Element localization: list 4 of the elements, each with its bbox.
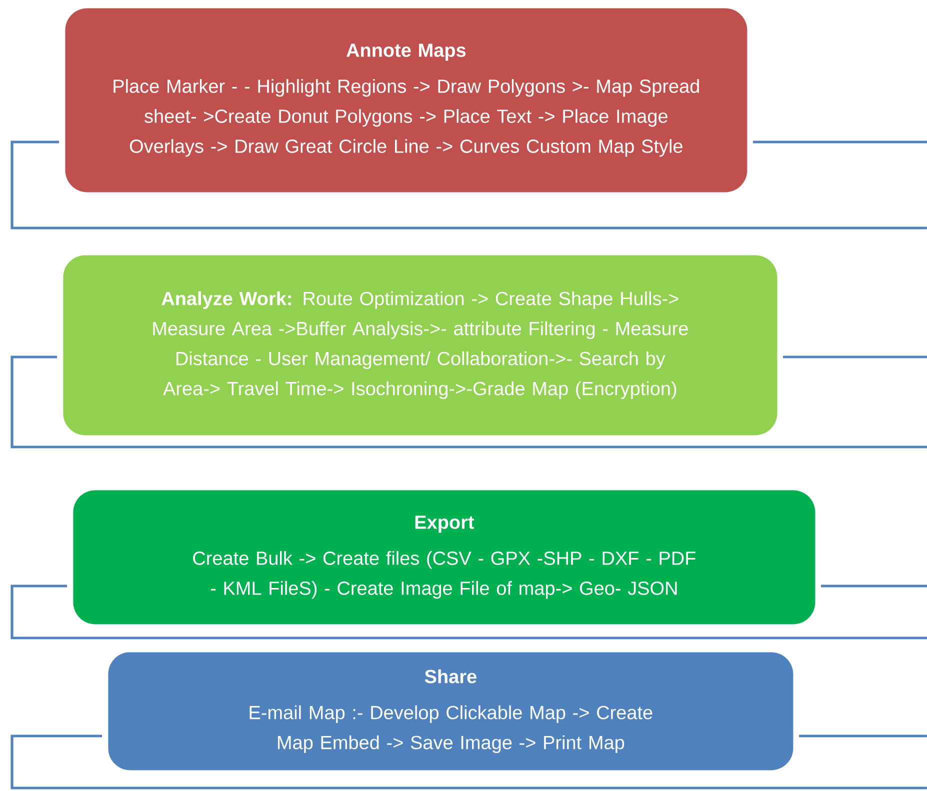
process-box: Analyze Work: Route Optimization -> Create Shape Hulls-> Measure Area ->Buffer Analysis->- attribute Filtering - Measure Distance - User Management/ Collaboration->- Search by Area-> Travel Time-> Isochroning->-Grade Map (Encryption) [63, 255, 778, 436]
process-box: Export Create Bulk -> Create files (CSV - GPX -SHP - DXF - PDF - KML FileS) - Create Image File of map-> Geo- JSON [73, 490, 816, 624]
process-box: Share E-mail Map :- Develop Clickable Map -> Create Map Embed -> Save Image -> Print Map [108, 652, 794, 770]
process-box: Annote Maps Place Marker - - Highlight Regions -> Draw Polygons >- Map Spread sheet- >Create Donut Polygons -> Place Text -> Place Image Overlays -> Draw Great Circle Line -> Curves Custom Map Style [65, 8, 748, 192]
